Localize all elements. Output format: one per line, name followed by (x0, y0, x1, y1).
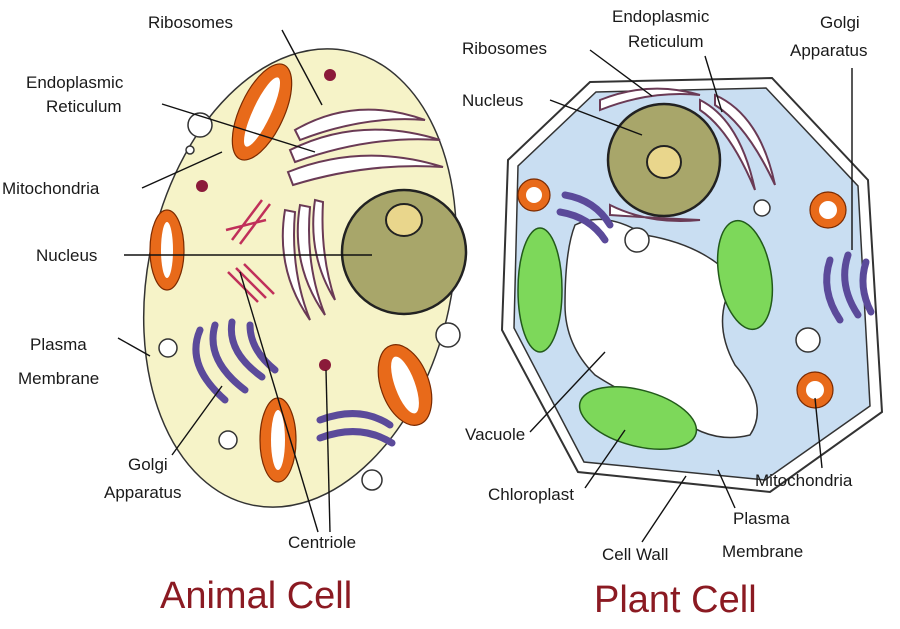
plant-label-er-line1: Endoplasmic (612, 7, 710, 26)
plant-mitochondria (517, 178, 847, 409)
animal-endoplasmic-reticulum (281, 108, 444, 321)
plant-nucleus (606, 102, 722, 218)
animal-label-nucleus: Nucleus (36, 246, 97, 265)
animal-nucleolus (385, 203, 423, 237)
plant-golgi-apparatus (556, 191, 875, 324)
animal-mitochondria (149, 63, 433, 483)
animal-label-ribosomes: Ribosomes (148, 13, 233, 32)
animal-label-plasma-line2: Membrane (18, 369, 99, 388)
plant-label-vacuole: Vacuole (465, 425, 525, 444)
plant-label-plasma-line2: Membrane (722, 542, 803, 561)
plant-label-ribosomes: Ribosomes (462, 39, 547, 58)
plant-leader-lines (529, 49, 853, 543)
animal-lysosomes (196, 69, 336, 371)
animal-leader-lines (117, 29, 372, 533)
animal-cell (142, 48, 468, 508)
animal-label-golgi-line1: Golgi (128, 455, 168, 474)
plant-label-plasma-line1: Plasma (733, 509, 790, 528)
animal-cell-title: Animal Cell (160, 575, 352, 617)
plant-label-mitochondria: Mitochondria (755, 471, 853, 490)
plant-endoplasmic-reticulum (599, 87, 776, 222)
plant-vesicles (624, 199, 821, 353)
plant-label-golgi-line1: Golgi (820, 13, 860, 32)
plant-label-nucleus: Nucleus (462, 91, 523, 110)
plant-chloroplasts (517, 219, 774, 450)
animal-label-golgi-line2: Apparatus (104, 483, 182, 502)
plant-cell-title: Plant Cell (594, 579, 757, 621)
animal-label-er-line1: Endoplasmic (26, 73, 124, 92)
plant-cell (500, 76, 884, 494)
plant-label-cell-wall: Cell Wall (602, 545, 668, 564)
animal-label-mitochondria: Mitochondria (2, 179, 100, 198)
plant-label-chloroplast: Chloroplast (488, 485, 574, 504)
animal-nucleus (340, 188, 468, 316)
animal-label-plasma-line1: Plasma (30, 335, 87, 354)
plant-nucleolus (646, 145, 682, 179)
plant-label-golgi-line2: Apparatus (790, 41, 868, 60)
animal-vesicles (158, 112, 461, 491)
plant-label-er-line2: Reticulum (628, 32, 704, 51)
plant-vacuole (564, 218, 758, 439)
animal-label-centriole: Centriole (288, 533, 356, 552)
animal-label-er-line2: Reticulum (46, 97, 122, 116)
